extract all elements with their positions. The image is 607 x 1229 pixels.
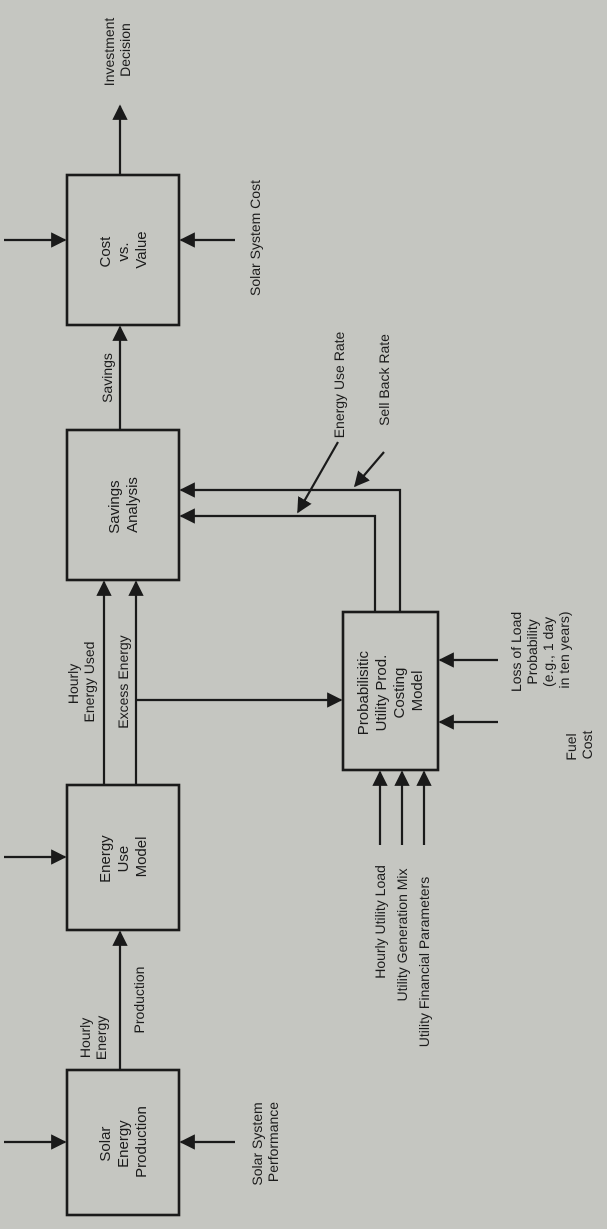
label-hourly-utility-load: Hourly Utility Load <box>372 865 388 979</box>
svg-text:Energy Use Model: Energy Use Model <box>97 831 150 883</box>
label-hourly-energy-used: Hourly Energy Used <box>65 642 97 723</box>
label-utility-generation-mix: Utility Generation Mix <box>394 868 410 1001</box>
label-sell-back-rate: Sell Back Rate <box>376 334 392 426</box>
block-probabilistic-model: Probabilisitic Utility Prod. Costing Mod… <box>341 610 440 772</box>
label-solar-system-performance: Solar System Performance <box>249 1098 281 1185</box>
block-solar-energy-production: Solar Energy Production <box>65 1068 181 1217</box>
svg-text:Cost vs. Value: Cost vs. Value <box>97 231 150 268</box>
label-solar-system-cost: Solar System Cost <box>247 180 263 296</box>
leader-energy-use-rate <box>297 441 339 514</box>
label-excess-energy: Excess Energy <box>115 635 131 728</box>
block-cost-vs-value: Cost vs. Value <box>65 173 181 327</box>
label-savings: Savings <box>99 353 115 403</box>
label-investment-decision: Investment Decision <box>101 14 133 86</box>
label-hourly-energy-production: Hourly Energy Production <box>77 967 147 1061</box>
svg-text:Probabilisitic Utility P: Probabilisitic Utility Prod. Costing Mod… <box>355 647 426 735</box>
label-fuel-cost: Fuel Cost <box>563 729 595 760</box>
label-loss-of-load-probability: Loss of Load Probability (e.g., 1 day in… <box>508 608 572 692</box>
arrow-model-energy-use-rate <box>179 508 377 612</box>
arrow-model-sell-back-rate <box>179 482 402 612</box>
block-savings-analysis: Savings Analysis <box>65 428 181 582</box>
svg-text:Solar Energy Produ: Solar Energy Production <box>97 1106 150 1178</box>
block-energy-use-model: Energy Use Model <box>65 783 181 932</box>
svg-text:Savings Analysis: Savings Analysis <box>106 476 141 534</box>
label-energy-use-rate: Energy Use Rate <box>331 331 347 438</box>
label-utility-financial-parameters: Utility Financial Parameters <box>416 877 432 1047</box>
leader-sell-back-rate <box>354 451 385 488</box>
